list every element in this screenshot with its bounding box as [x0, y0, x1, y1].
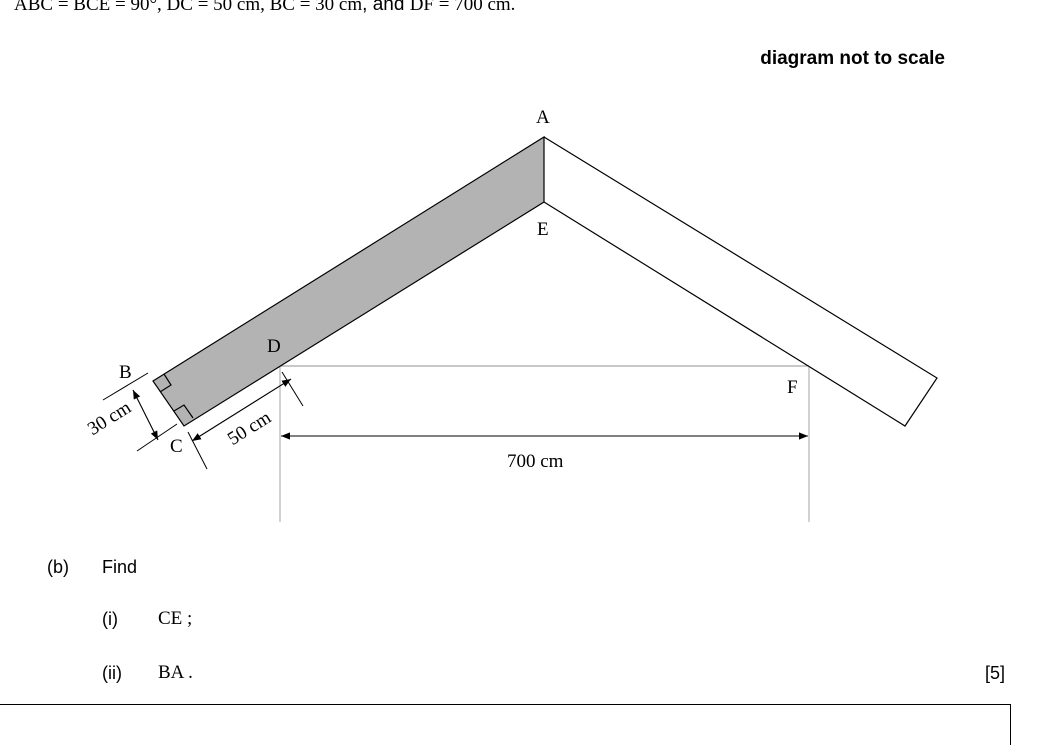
sub-question-label-ii: (ii) [102, 663, 122, 683]
answer-box[interactable] [0, 704, 1011, 745]
tick-c2 [187, 431, 208, 470]
marks-label: [5] [985, 663, 1006, 683]
scale-note: diagram not to scale [760, 48, 945, 69]
dimension-arrow-cd [191, 378, 292, 442]
dimension-arrow-bc [132, 389, 159, 441]
dimension-label-df: 700 cm [507, 451, 564, 472]
point-label-e: E [537, 219, 549, 240]
given-angles-lengths: ABC = BCE = 90°, DC = 50 cm, BC = 30 cm [14, 0, 363, 15]
right-angle-mark-c [173, 404, 194, 419]
point-label-a: A [536, 107, 550, 128]
point-label-c: C [170, 436, 183, 457]
right-angle-mark-b [159, 373, 172, 393]
sub-question-text-ii: BA . [158, 662, 193, 683]
point-label-d: D [267, 336, 281, 357]
given-and-word: , and [362, 0, 410, 15]
right-roof-outline [543, 136, 938, 427]
given-df-length: DF = 700 cm. [409, 0, 516, 15]
question-part-text: Find [102, 557, 138, 577]
tick-d [281, 371, 304, 407]
sub-question-text-i: CE ; [158, 608, 193, 629]
shaded-region-baec [152, 135, 545, 427]
sub-question-label-i: (i) [102, 609, 118, 629]
tick-b [102, 372, 149, 401]
given-values-line: ABC = BCE = 90°, DC = 50 cm, BC = 30 cm,… [14, 0, 515, 16]
point-label-f: F [787, 377, 798, 398]
question-part-label: (b) [47, 557, 69, 577]
point-label-b: B [119, 362, 132, 383]
